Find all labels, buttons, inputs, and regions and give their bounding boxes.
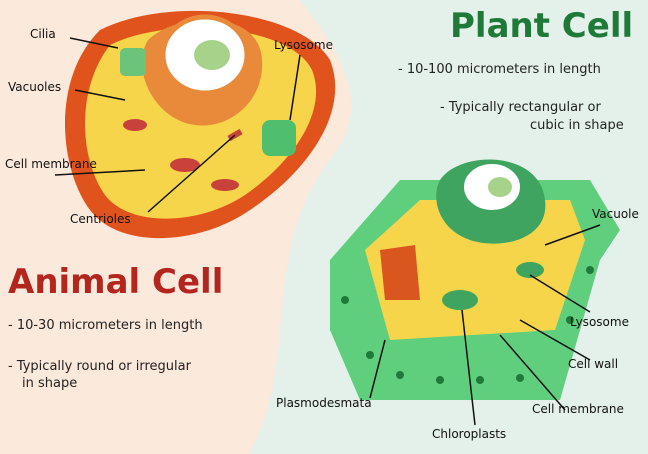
plant-cell-illustration: [330, 159, 620, 400]
label-plasmodesmata: Plasmodesmata: [276, 396, 372, 410]
animal-cell-title: Animal Cell: [8, 262, 224, 302]
leader-lines: [54, 37, 601, 426]
plant-cell-title: Plant Cell: [450, 6, 634, 46]
animal-fact-size: - 10-30 micrometers in length: [8, 318, 203, 333]
plant-fact-shape: - Typically rectangular or: [440, 100, 601, 115]
label-plant-membrane: Cell membrane: [532, 402, 624, 416]
label-cilia: Cilia: [30, 27, 56, 41]
label-plant-lysosome: Lysosome: [570, 315, 629, 329]
label-chloroplasts: Chloroplasts: [432, 427, 507, 441]
animal-cell-illustration: [65, 10, 336, 239]
label-cell-wall: Cell wall: [568, 357, 619, 371]
label-animal-lysosome: Lysosome: [274, 38, 333, 52]
label-animal-membrane: Cell membrane: [5, 157, 97, 171]
plant-fact-shape-cont: cubic in shape: [530, 118, 624, 133]
plant-fact-size: - 10-100 micrometers in length: [398, 62, 601, 77]
animal-fact-shape-cont: in shape: [22, 376, 78, 391]
animal-fact-shape: - Typically round or irregular: [8, 359, 191, 374]
label-vacuoles: Vacuoles: [8, 80, 62, 94]
label-vacuole: Vacuole: [592, 207, 639, 221]
label-centrioles: Centrioles: [70, 212, 131, 226]
